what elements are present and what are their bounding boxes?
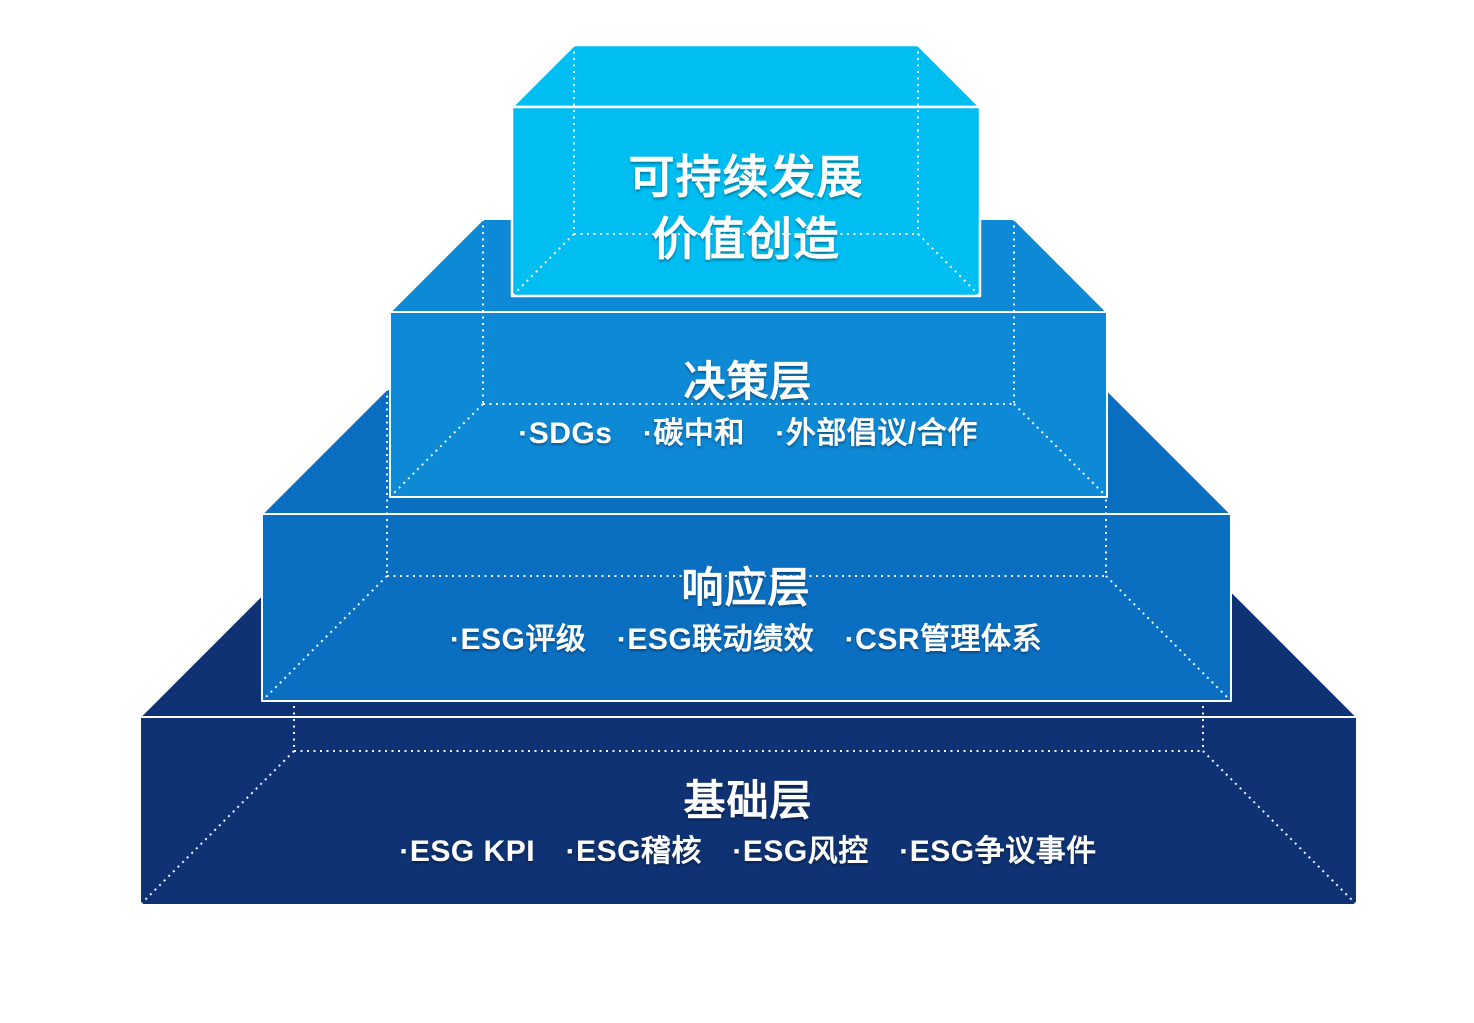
sustainable-value-title-line2: 价值创造	[652, 213, 840, 265]
sustainable-value-top-face	[510, 43, 982, 109]
decision-items: ·SDGs ·碳中和 ·外部倡议/合作	[518, 416, 978, 450]
response-title: 响应层	[681, 564, 810, 611]
sustainable-value-title-line1: 可持续发展	[629, 151, 864, 203]
sustainable-value-front-face	[510, 105, 982, 298]
decision-title: 决策层	[683, 358, 812, 405]
response-front-face	[261, 513, 1232, 702]
foundation-front-face	[139, 716, 1358, 906]
response-hidden-edges	[261, 389, 1232, 702]
level-sustainable-value: 可持续发展 价值创造	[510, 43, 982, 298]
decision-hidden-edges	[389, 219, 1108, 498]
foundation-title: 基础层	[683, 777, 812, 824]
response-items: ·ESG评级 ·ESG联动绩效 ·CSR管理体系	[450, 623, 1042, 656]
foundation-items: ·ESG KPI ·ESG稽核 ·ESG风控 ·ESG争议事件	[399, 835, 1096, 868]
